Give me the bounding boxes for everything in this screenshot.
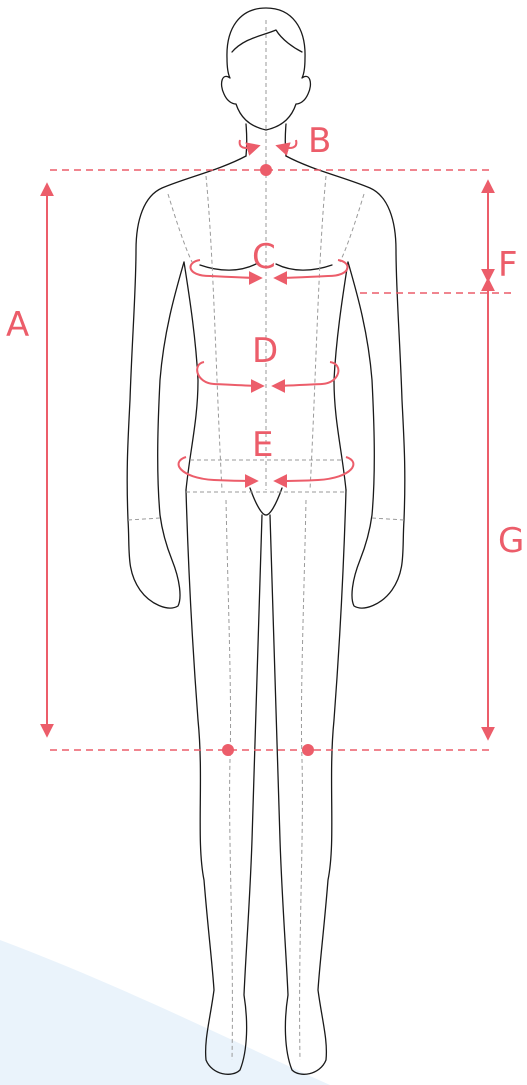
neck-point bbox=[260, 164, 272, 176]
background-wave bbox=[0, 940, 330, 1085]
measurement-c-ring bbox=[191, 260, 260, 278]
label-b: B bbox=[308, 121, 331, 161]
measurement-labels: A B C D E F G bbox=[6, 121, 524, 561]
measurement-guides bbox=[47, 140, 512, 756]
label-g: G bbox=[498, 521, 524, 561]
label-f: F bbox=[498, 245, 518, 285]
label-a: A bbox=[6, 305, 29, 345]
left-knee-point bbox=[222, 744, 234, 756]
label-e: E bbox=[252, 425, 273, 465]
label-c: C bbox=[252, 237, 276, 277]
right-knee-point bbox=[302, 744, 314, 756]
label-d: D bbox=[252, 331, 278, 371]
measurement-b-ring bbox=[240, 140, 258, 148]
